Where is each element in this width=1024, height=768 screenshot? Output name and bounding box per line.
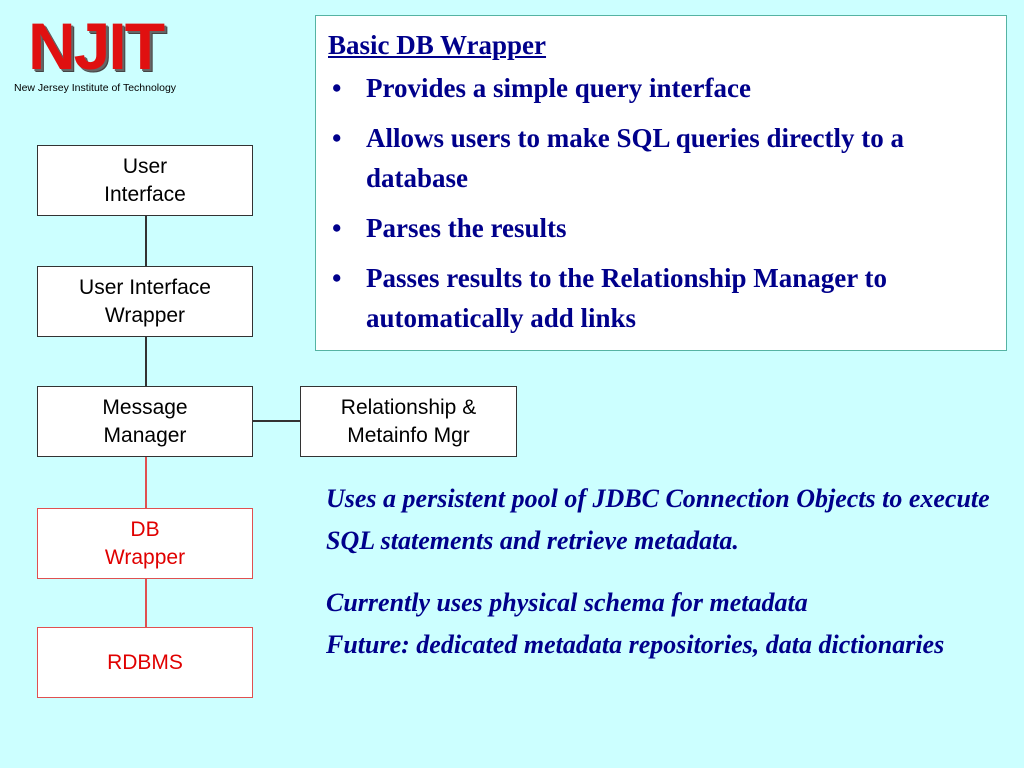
bullet-item: Parses the results (328, 208, 992, 248)
info-bullets: Provides a simple query interface Allows… (328, 68, 992, 338)
link-message-to-relationship (252, 420, 301, 422)
info-title: Basic DB Wrapper (328, 30, 547, 60)
link-dbwrapper-to-rdbms (145, 578, 147, 628)
link-uiwrapper-to-message (145, 336, 147, 387)
node-ui-wrapper: User Interface Wrapper (37, 266, 253, 337)
node-rdbms: RDBMS (37, 627, 253, 698)
logo-wordmark: NJIT (28, 9, 165, 83)
node-relationship-manager: Relationship & Metainfo Mgr (300, 386, 517, 457)
info-box: Basic DB Wrapper Provides a simple query… (315, 15, 1007, 351)
node-db-wrapper: DB Wrapper (37, 508, 253, 579)
node-user-interface: User Interface (37, 145, 253, 216)
link-message-to-dbwrapper (145, 456, 147, 509)
note-jdbc: Uses a persistent pool of JDBC Connectio… (326, 484, 990, 555)
notes: Uses a persistent pool of JDBC Connectio… (326, 478, 1006, 666)
logo-subtitle: New Jersey Institute of Technology (14, 82, 177, 94)
link-ui-to-uiwrapper (145, 215, 147, 267)
note-metadata-current: Currently uses physical schema for metad… (326, 588, 808, 617)
bullet-item: Passes results to the Relationship Manag… (328, 258, 992, 338)
note-metadata-future: Future: dedicated metadata repositories,… (326, 630, 945, 659)
njit-logo: NJIT New Jersey Institute of Technology (14, 10, 220, 100)
note-metadata: Currently uses physical schema for metad… (326, 582, 1006, 666)
bullet-item: Allows users to make SQL queries directl… (328, 118, 992, 198)
bullet-item: Provides a simple query interface (328, 68, 992, 108)
node-message-manager: Message Manager (37, 386, 253, 457)
